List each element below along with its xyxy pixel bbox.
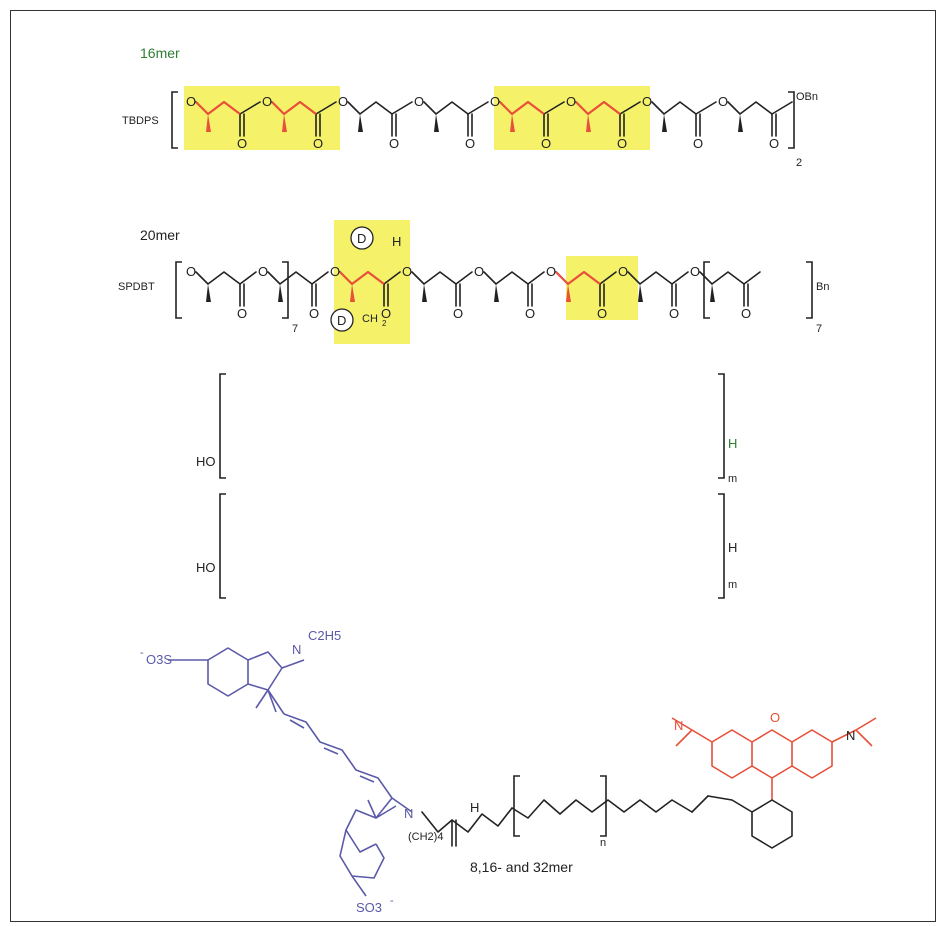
polyester-chain-20mer: O O O O O O O O O O O O O O O O — [186, 264, 761, 321]
ho-label-row3: HO — [196, 454, 216, 469]
ester-oxygen: O — [474, 264, 484, 279]
carbonyl-oxygen: O — [389, 136, 399, 151]
deuterium-label-bottom: D — [337, 313, 346, 328]
subscript-2: 2 — [796, 157, 802, 169]
deuterium-label-top: D — [357, 231, 366, 246]
n-subscript-label: n — [600, 837, 606, 849]
ester-oxygen: O — [330, 264, 340, 279]
carbonyl-oxygen: O — [525, 306, 535, 321]
carbonyl-oxygen: O — [313, 136, 323, 151]
ester-oxygen: O — [414, 94, 424, 109]
ho-label-row4: HO — [196, 560, 216, 575]
ester-oxygen: O — [186, 264, 196, 279]
deuterium-circle-top — [350, 226, 374, 250]
carbonyl-oxygen: O — [237, 306, 247, 321]
label-16mer: 16mer — [140, 45, 180, 61]
m-label-row3: m — [728, 473, 737, 485]
figure-frame — [10, 10, 936, 922]
bracket-left-row4 — [219, 493, 226, 599]
highlight-box-1 — [184, 86, 340, 150]
linker-chain — [421, 775, 709, 847]
highlight-box-3 — [566, 256, 638, 320]
ester-oxygen: O — [338, 94, 348, 109]
c2h5-label: C2H5 — [308, 628, 341, 643]
carbonyl-oxygen: O — [309, 306, 319, 321]
bracket-right-16mer — [788, 91, 795, 149]
ester-oxygen: O — [546, 264, 556, 279]
amide-h-label: H — [470, 800, 479, 815]
so3-top-charge: - — [140, 647, 144, 659]
bracket-right-a — [282, 261, 289, 319]
ester-oxygen: O — [718, 94, 728, 109]
bracket-right-b — [806, 261, 813, 319]
ester-oxygen: O — [490, 94, 500, 109]
ester-oxygen: O — [690, 264, 700, 279]
ester-oxygen: O — [186, 94, 196, 109]
bracket-left-b — [703, 261, 710, 319]
bracket-right-row3 — [718, 373, 725, 479]
ester-oxygen: O — [258, 264, 268, 279]
ch2-subscript: 2 — [382, 319, 387, 328]
polyester-chain-16mer: O O O O O O O O O O O O O O O O — [186, 94, 793, 151]
deuterium-circle-bottom — [330, 308, 354, 332]
carbonyl-oxygen: O — [741, 306, 751, 321]
subscript-7a: 7 — [292, 323, 298, 335]
rhodamine-dye — [671, 717, 877, 849]
ester-oxygen: O — [618, 264, 628, 279]
carbonyl-oxygen: O — [541, 136, 551, 151]
bracket-left-16mer — [171, 91, 178, 149]
subscript-7b: 7 — [816, 323, 822, 335]
bracket-left-row3 — [219, 373, 226, 479]
carbonyl-oxygen: O — [597, 306, 607, 321]
tbdps-label: TBDPS — [122, 115, 159, 127]
ch2-4-label: (CH2)4 — [408, 831, 443, 843]
xanthene-o: O — [770, 710, 780, 725]
h-label-row3: H — [728, 436, 737, 451]
carbonyl-oxygen: O — [237, 136, 247, 151]
carbonyl-oxygen: O — [453, 306, 463, 321]
carbonyl-oxygen: O — [381, 306, 391, 321]
bracket-left-a — [175, 261, 182, 319]
carbonyl-oxygen: O — [617, 136, 627, 151]
hydrogen-label-deut: H — [392, 234, 401, 249]
carbonyl-oxygen: O — [693, 136, 703, 151]
obn-label: OBn — [796, 91, 818, 103]
n-indole-bottom: N — [404, 806, 413, 821]
n-indole-top: N — [292, 642, 301, 657]
so3-bottom-charge: - — [390, 895, 394, 907]
label-20mer: 20mer — [140, 227, 180, 243]
so3-bottom-label: SO3 — [356, 900, 382, 915]
caption-mer: 8,16- and 32mer — [470, 859, 573, 875]
carbonyl-oxygen: O — [769, 136, 779, 151]
spdbt-label: SPDBT — [118, 281, 155, 293]
ch2-label: CH — [362, 313, 378, 325]
ester-oxygen: O — [642, 94, 652, 109]
bracket-right-row4 — [718, 493, 725, 599]
carbonyl-oxygen: O — [669, 306, 679, 321]
so3-top-label: O3S — [146, 652, 172, 667]
carbonyl-oxygen: O — [465, 136, 475, 151]
m-label-row4: m — [728, 579, 737, 591]
cyanine-dye — [168, 647, 413, 897]
ester-oxygen: O — [566, 94, 576, 109]
rhodamine-n-right: N — [846, 728, 855, 743]
h-label-row4: H — [728, 540, 737, 555]
ester-oxygen: O — [262, 94, 272, 109]
bn-label: Bn — [816, 281, 829, 293]
rhodamine-n-left: N — [674, 718, 683, 733]
ester-oxygen: O — [402, 264, 412, 279]
